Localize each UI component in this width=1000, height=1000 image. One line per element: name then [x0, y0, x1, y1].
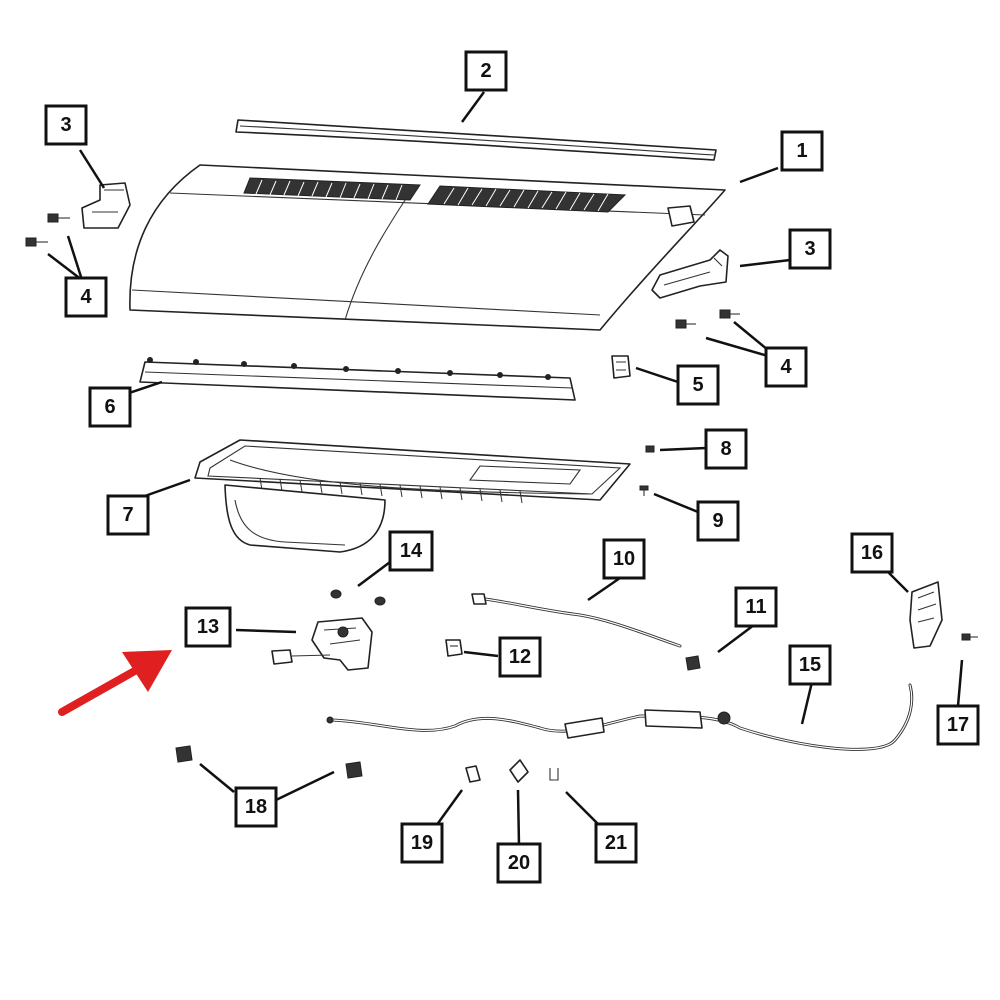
callout-label: 1	[796, 140, 807, 162]
callout-6[interactable]: 6	[88, 386, 132, 428]
callout-label: 11	[745, 596, 766, 618]
callout-10[interactable]: 10	[602, 538, 646, 580]
hinge-bolts-left-part-4[interactable]	[25, 213, 70, 247]
release-cable-part-15[interactable]	[326, 683, 914, 751]
callout-label: 4	[80, 286, 92, 308]
callout-label: 13	[197, 616, 219, 638]
callout-4-right[interactable]: 4	[764, 346, 808, 388]
callout-11[interactable]: 11	[734, 586, 778, 628]
callout-label: 17	[947, 714, 969, 736]
callout-3-right[interactable]: 3	[788, 228, 832, 270]
callout-label: 3	[804, 238, 815, 260]
callout-18[interactable]: 18	[234, 786, 278, 828]
clip-part-5[interactable]	[611, 355, 631, 379]
callout-label: 16	[861, 542, 883, 564]
callout-12[interactable]: 12	[498, 636, 542, 678]
callout-label: 8	[720, 438, 731, 460]
callout-9[interactable]: 9	[696, 500, 740, 542]
callout-14[interactable]: 14	[388, 530, 434, 572]
callout-label: 21	[605, 832, 627, 854]
callout-label: 4	[780, 356, 792, 378]
callout-label: 7	[122, 504, 133, 526]
callout-20[interactable]: 20	[496, 842, 542, 884]
callout-5[interactable]: 5	[676, 364, 720, 406]
callout-2[interactable]: 2	[464, 50, 508, 92]
clip-part-21[interactable]	[549, 768, 559, 781]
callout-8[interactable]: 8	[704, 428, 748, 470]
callout-label: 2	[480, 60, 491, 82]
hood-hinge-right-part-3[interactable]	[651, 249, 729, 299]
hood-hinge-left-part-3[interactable]	[81, 182, 131, 229]
hood-inner-panel-part-7[interactable]	[194, 439, 631, 553]
red-arrow-icon	[58, 650, 172, 716]
rod-clip-part-11[interactable]	[685, 655, 701, 671]
callout-label: 6	[104, 396, 115, 418]
callout-label: 15	[799, 654, 821, 676]
callout-19[interactable]: 19	[400, 822, 444, 864]
hood-front-strip-part-6[interactable]	[139, 357, 576, 401]
hood-panel-part-1[interactable]	[129, 164, 726, 331]
clip-part-20[interactable]	[509, 759, 529, 783]
bumpers-part-18[interactable]	[175, 745, 363, 779]
callout-7[interactable]: 7	[106, 494, 150, 536]
callout-label: 14	[400, 540, 423, 562]
hood-seal-part-2[interactable]	[235, 119, 717, 161]
callout-1[interactable]: 1	[780, 130, 824, 172]
callout-3-left[interactable]: 3	[44, 104, 88, 146]
grommets-part-14[interactable]	[330, 589, 386, 606]
push-pin-part-12[interactable]	[445, 639, 463, 657]
callout-15[interactable]: 15	[788, 644, 832, 686]
callout-4-left[interactable]: 4	[64, 276, 108, 318]
callout-label: 3	[60, 114, 71, 136]
callout-13[interactable]: 13	[184, 606, 232, 648]
clip-part-19[interactable]	[465, 765, 481, 783]
callout-label: 12	[509, 646, 531, 668]
fastener-part-8[interactable]	[645, 445, 655, 453]
callout-16[interactable]: 16	[850, 532, 894, 574]
callout-label: 19	[411, 832, 433, 854]
callout-21[interactable]: 21	[594, 822, 638, 864]
release-handle-part-16[interactable]	[909, 581, 943, 649]
callout-label: 10	[613, 548, 635, 570]
callout-label: 18	[245, 796, 267, 818]
screw-part-9[interactable]	[639, 485, 649, 496]
callout-label: 5	[692, 374, 703, 396]
hood-latch-part-13[interactable]	[271, 617, 373, 671]
screw-part-17[interactable]	[961, 633, 978, 641]
release-rod-part-10[interactable]	[471, 593, 682, 648]
callout-label: 9	[712, 510, 723, 532]
callout-label: 20	[508, 852, 530, 874]
callout-17[interactable]: 17	[936, 704, 980, 746]
hinge-bolts-right-part-4[interactable]	[675, 309, 740, 329]
